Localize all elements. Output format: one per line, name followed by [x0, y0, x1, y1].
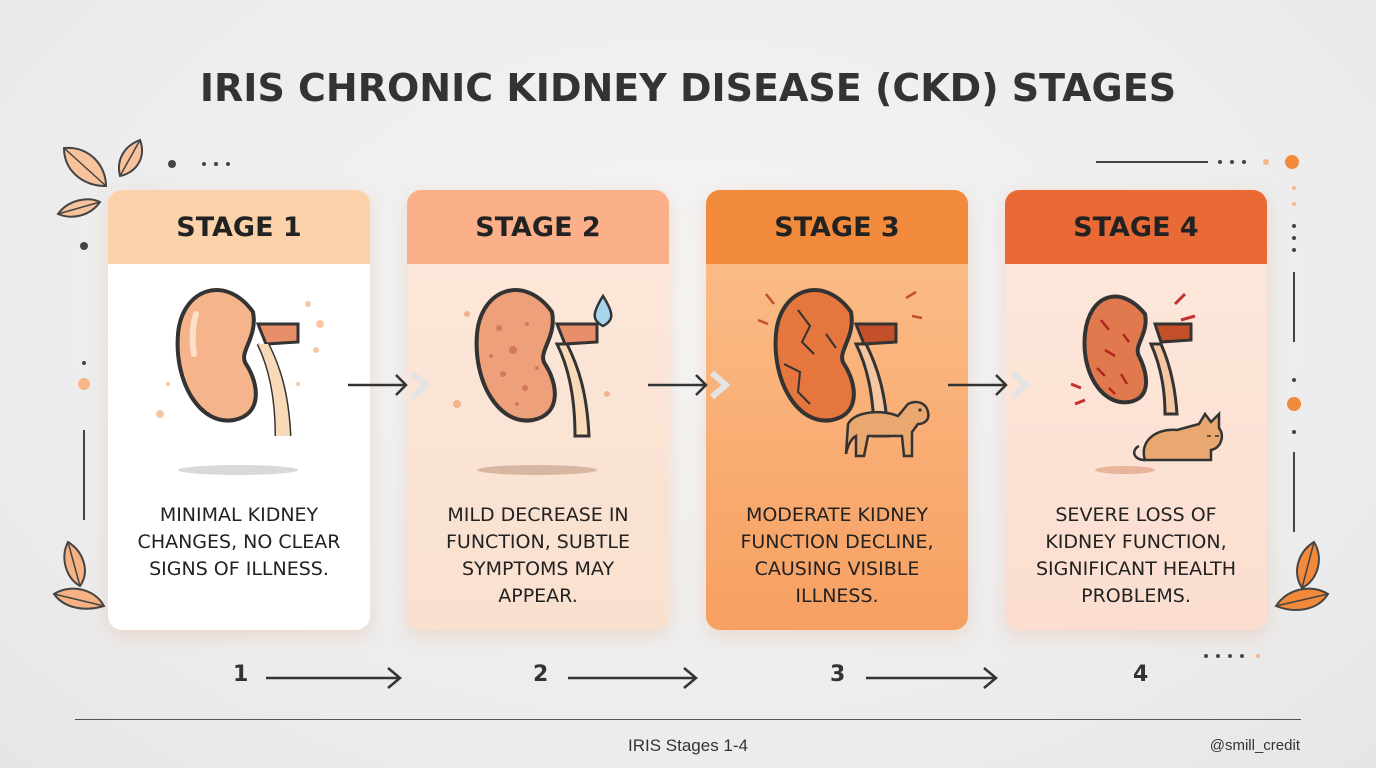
kidney-icon	[453, 288, 613, 475]
arrow-right-icon	[348, 370, 431, 400]
dog-icon	[844, 400, 930, 458]
arrow-right-icon	[948, 370, 1031, 400]
arrow-right-icon	[866, 667, 998, 689]
page-title: IRIS CHRONIC KIDNEY DISEASE (CKD) STAGES	[199, 66, 1177, 110]
leaf-decoration-top-left	[56, 138, 143, 218]
stage-card-4: STAGE 4 SEVERE LOSS OF KIDNEY FUNCTION, …	[1005, 190, 1267, 630]
dots-decoration-top-right	[1096, 155, 1299, 169]
kidney-icon	[156, 288, 324, 475]
arrow-right-icon	[568, 667, 698, 689]
stage-card-header: STAGE 1	[108, 190, 370, 264]
stage-number-4: 4	[1133, 662, 1149, 687]
stage-card-3: STAGE 3 MODERATE KIDNEY FUNCTION DECLINE…	[706, 190, 968, 630]
stage-card-header: STAGE 2	[407, 190, 669, 264]
stage-description: MINIMAL KIDNEY CHANGES, NO CLEAR SIGNS O…	[137, 504, 341, 580]
arrow-right-icon	[266, 667, 402, 689]
stage-number-2: 2	[533, 662, 549, 687]
stage-card-header: STAGE 3	[706, 190, 968, 264]
water-drop-icon	[593, 293, 613, 328]
dots-decoration-left	[78, 242, 90, 520]
stage-number-3: 3	[830, 662, 846, 687]
footer-caption: IRIS Stages 1-4	[627, 736, 748, 755]
kidney-icon	[757, 288, 930, 458]
kidney-icon	[1070, 292, 1223, 474]
leaf-decoration-bottom-left	[52, 540, 106, 610]
footer-handle: @smill_credit	[1209, 737, 1300, 754]
cat-icon	[1132, 410, 1223, 462]
stage-description: MILD DECREASE IN FUNCTION, SUBTLE SYMPTO…	[446, 504, 630, 607]
dots-decoration-right	[1287, 186, 1301, 532]
arrow-right-icon	[648, 370, 731, 400]
dots-decoration-top-left	[168, 160, 230, 168]
stage-description: MODERATE KIDNEY FUNCTION DECLINE, CAUSIN…	[740, 504, 934, 607]
stage-description: SEVERE LOSS OF KIDNEY FUNCTION, SIGNIFIC…	[1035, 504, 1236, 607]
footer-divider	[75, 719, 1301, 720]
stage-card-1: STAGE 1 MINIMAL KIDNEY CHANGES, NO CLEAR…	[108, 190, 370, 630]
leaf-decoration-bottom-right	[1274, 540, 1330, 611]
stage-card-2: STAGE 2 MILD DECREASE IN FUNCTION, SUBTL…	[407, 190, 669, 630]
dots-decoration-bottom-right	[1204, 654, 1260, 658]
stage-card-header: STAGE 4	[1005, 190, 1267, 264]
stage-number-1: 1	[233, 662, 249, 687]
